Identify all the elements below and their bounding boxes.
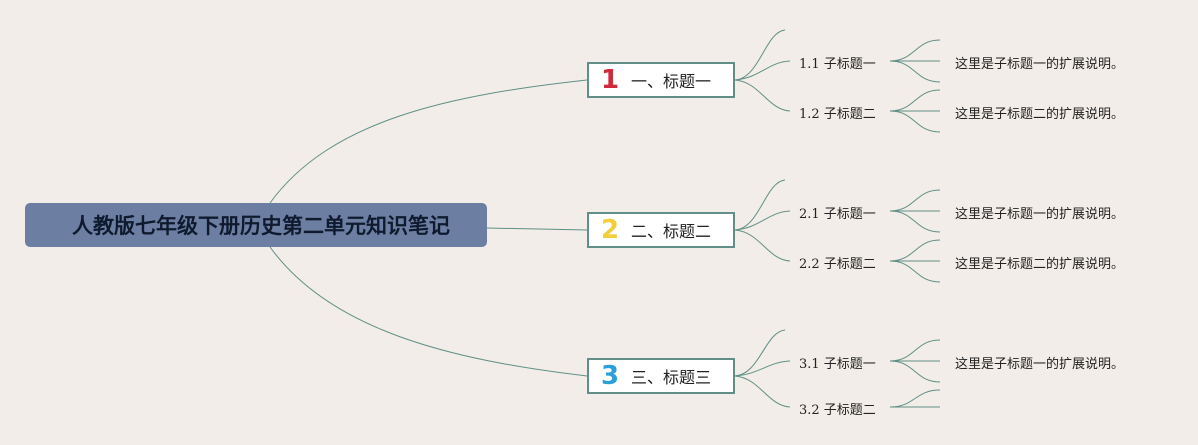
number-1-icon: 1 — [600, 65, 620, 95]
subtopic-1-2-desc: 这里是子标题二的扩展说明。 — [955, 107, 1125, 122]
subtopic-2-1-desc: 这里是子标题一的扩展说明。 — [955, 207, 1125, 222]
connector-topic1-sub2 — [734, 79, 791, 112]
root-title: 人教版七年级下册历史第二单元知识笔记 — [72, 214, 450, 238]
connector-topic1-sub1 — [734, 29, 786, 81]
subtopic-1-1-desc: 这里是子标题一的扩展说明。 — [955, 57, 1125, 72]
subtopic-3-1[interactable]: 3.1 子标题一 — [799, 357, 876, 372]
topic-label: 二、标题二 — [631, 222, 712, 241]
topic-label: 一、标题一 — [631, 72, 712, 91]
subtopic-2-2-desc: 这里是子标题二的扩展说明。 — [955, 257, 1125, 272]
topic-node-1[interactable]: 1 一、标题一 — [587, 62, 735, 98]
connector-root-topic-3 — [269, 246, 588, 377]
subtopic-1-2[interactable]: 1.2 子标题二 — [799, 107, 876, 122]
topic-node-2[interactable]: 2 二、标题二 — [587, 212, 735, 248]
number-2-icon: 2 — [600, 215, 620, 245]
root-node[interactable]: 人教版七年级下册历史第二单元知识笔记 — [25, 203, 487, 247]
number-3-icon: 3 — [600, 361, 620, 391]
connector-root-topic-1 — [269, 79, 588, 204]
subtopic-2-2[interactable]: 2.2 子标题二 — [799, 257, 876, 272]
connector-topic1-sub1b — [734, 60, 791, 81]
subtopic-3-1-desc: 这里是子标题一的扩展说明。 — [955, 357, 1125, 372]
topic-node-3[interactable]: 3 三、标题三 — [587, 358, 735, 394]
subtopic-3-2[interactable]: 3.2 子标题二 — [799, 403, 876, 418]
connector-root-topic-2 — [486, 227, 588, 231]
topic-label: 三、标题三 — [631, 368, 712, 387]
subtopic-1-1[interactable]: 1.1 子标题一 — [799, 57, 876, 72]
subtopic-2-1[interactable]: 2.1 子标题一 — [799, 207, 876, 222]
